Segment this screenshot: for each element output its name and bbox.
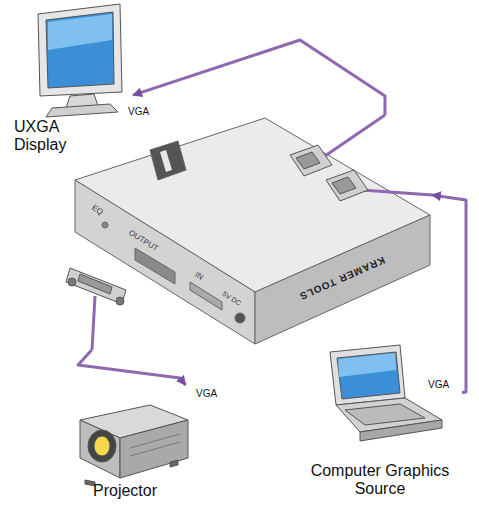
node-label: Projector xyxy=(75,482,175,500)
projector-illustration xyxy=(80,405,188,486)
panel-marking: OUTPUT xyxy=(127,228,160,253)
panel-marking: IN xyxy=(193,270,205,282)
cable-label: VGA xyxy=(126,106,151,117)
vga-cable xyxy=(432,195,466,393)
vga-plug xyxy=(66,115,432,350)
node-label: UXGA Display xyxy=(14,118,84,155)
node-label: KRAMER TOOLS xyxy=(294,253,390,304)
device-illustration xyxy=(75,118,430,344)
node-label: Computer Graphics Source xyxy=(300,462,460,499)
cable-label: VGA xyxy=(426,379,451,390)
monitor-illustration xyxy=(38,4,122,117)
projector-node: Projector xyxy=(55,385,200,503)
display-node: UXGA Display xyxy=(8,4,133,156)
panel-marking: 5V DC xyxy=(221,290,242,307)
cable-label: VGA xyxy=(194,388,219,399)
panel-marking: EQ xyxy=(90,203,105,217)
laptop-illustration xyxy=(330,345,442,441)
device-box: KRAMER TOOLS xyxy=(70,115,432,350)
vga-cable xyxy=(78,350,186,385)
computer-node: Computer Graphics Source xyxy=(300,345,462,503)
vga-cable xyxy=(133,40,385,115)
